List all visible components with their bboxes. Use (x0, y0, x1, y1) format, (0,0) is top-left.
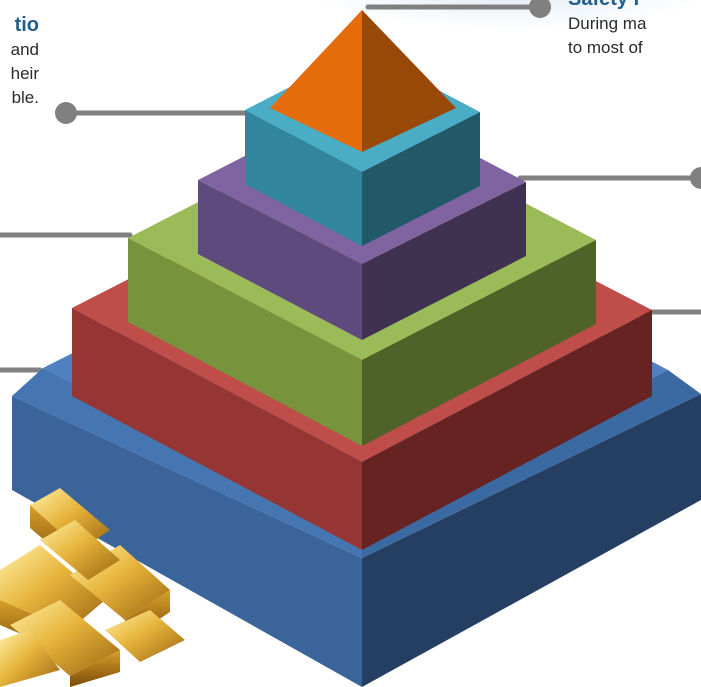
connector-dots (55, 0, 701, 189)
tier-3-left (128, 238, 362, 446)
apex-right-face (362, 10, 456, 152)
right-callout-line-2: to most of (568, 38, 643, 57)
left-callout-line-3: ble. (11, 88, 39, 107)
right-callout-line-1: During ma (568, 14, 647, 33)
tier-4-left (198, 180, 362, 340)
apex-left-face (270, 10, 362, 152)
left-callout-title: tio (14, 14, 39, 36)
left-callout-line-2: heir (10, 64, 39, 83)
tier-3-right (362, 240, 596, 446)
connector-dot-top (529, 0, 551, 18)
right-callout-title: Safety F (568, 0, 701, 12)
connector-lines (0, 4, 701, 373)
tier-1-right (362, 394, 701, 687)
tier-1-lip-right (362, 370, 701, 558)
left-callout-line-1: and (10, 40, 39, 59)
tier-2-left (72, 308, 362, 550)
tier-1-left (12, 396, 362, 687)
left-callout: tio and heir ble. (0, 12, 39, 110)
connector-dot-left (55, 102, 77, 124)
right-callout: Safety F During ma to most of (568, 0, 701, 60)
tier-1-lip (12, 368, 362, 558)
connector-dot-right (690, 167, 701, 189)
tier-2-right (362, 310, 652, 550)
gold-bars-image (0, 488, 185, 687)
tier-4-right (362, 182, 526, 340)
tier-5-left (245, 110, 362, 246)
tier-5-right (362, 112, 480, 246)
pyramid-apex (270, 10, 456, 152)
